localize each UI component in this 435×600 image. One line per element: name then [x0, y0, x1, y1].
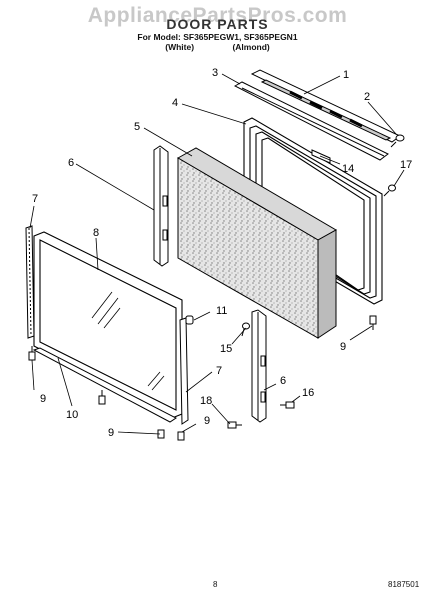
color-almond: (Almond) [232, 42, 270, 52]
part-vent-trim [250, 69, 401, 143]
callout-2: 2 [364, 91, 370, 103]
part-hinge-channel-lower [251, 309, 267, 423]
callout-1: 1 [343, 69, 349, 81]
leader-lines [29, 73, 405, 435]
callout-6-lower: 6 [280, 375, 286, 387]
part-handle-strip [233, 81, 389, 161]
callout-9-left: 9 [40, 393, 46, 405]
callout-9-bottom: 9 [108, 427, 114, 439]
callout-9-bottom-right: 9 [204, 415, 210, 427]
screw-18 [227, 421, 242, 429]
callout-18: 18 [200, 395, 212, 407]
screw-16 [280, 401, 295, 409]
part-hinge-channel-upper [153, 145, 169, 267]
callout-9-right: 9 [340, 341, 346, 353]
screw-2 [390, 134, 405, 148]
part-glass-trim-left [25, 225, 35, 339]
callout-10: 10 [66, 409, 78, 421]
part-insulation [176, 147, 338, 339]
color-white: (White) [165, 42, 195, 52]
screw-9-bottom-b [177, 431, 185, 441]
screw-17 [383, 184, 396, 197]
callout-15: 15 [220, 343, 232, 355]
part-bottom-trim [32, 347, 177, 423]
screw-9-left [28, 346, 36, 361]
callout-7-left: 7 [32, 193, 38, 205]
part-clip-11 [185, 315, 194, 325]
model-line: For Model: SF365PEGW1, SF365PEGN1 [137, 32, 298, 42]
callout-8: 8 [93, 227, 99, 239]
part-door-glass [33, 231, 183, 419]
screw-15 [241, 322, 250, 337]
diagram-title: DOOR PARTS [166, 16, 269, 32]
callout-17: 17 [400, 159, 412, 171]
callout-4: 4 [172, 97, 178, 109]
color-line: (White) (Almond) [0, 42, 435, 52]
part-glass-trim-right [179, 317, 189, 425]
document-number: 8187501 [388, 580, 420, 589]
callout-7-right: 7 [216, 365, 222, 377]
page-number: 8 [213, 580, 218, 589]
callout-16: 16 [302, 387, 314, 399]
screw-9-mid [98, 390, 106, 405]
watermark: AppliancePartsPros.com [87, 4, 348, 27]
callout-14: 14 [342, 163, 354, 175]
callout-3: 3 [212, 67, 218, 79]
callout-11: 11 [216, 305, 227, 317]
callout-5: 5 [134, 121, 140, 133]
screw-9-right [369, 315, 377, 330]
callout-6-upper: 6 [68, 157, 74, 169]
